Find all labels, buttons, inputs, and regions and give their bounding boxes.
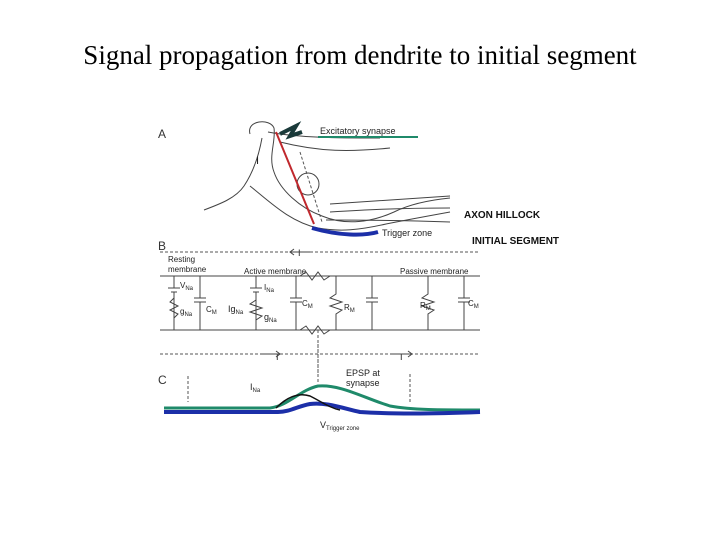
current-label-bottom-left: I bbox=[276, 352, 279, 362]
current-arrow-bottom-right bbox=[390, 350, 413, 358]
active-resistor bbox=[328, 276, 344, 330]
r-m-label-passive: RM bbox=[420, 301, 431, 312]
g-na-label-active: gNa bbox=[264, 312, 277, 324]
handwritten-axon-hillock: AXON HILLOCK bbox=[464, 210, 541, 221]
axon-dashed bbox=[299, 151, 323, 223]
red-propagation-line bbox=[275, 131, 315, 225]
epsp-synapse-trace bbox=[164, 384, 481, 412]
current-label-top: I bbox=[298, 248, 301, 258]
neuron-dendrite-outline bbox=[249, 121, 451, 223]
passive-membrane-label: Passive membrane bbox=[400, 267, 469, 276]
panel-a-current-label: I bbox=[256, 155, 259, 167]
resting-battery bbox=[168, 276, 180, 330]
c-m-label-resting: CM bbox=[206, 305, 217, 316]
excitatory-synapse-marker bbox=[279, 121, 303, 140]
panel-a: A Excitatory synapse I Trigger zone AXON… bbox=[158, 121, 559, 247]
i-na-trace bbox=[275, 394, 341, 411]
v-na-label: VNa bbox=[180, 281, 194, 292]
active-capacitor bbox=[290, 276, 302, 330]
i-na-label-active: INa bbox=[264, 283, 275, 294]
handwritten-initial-segment: INITIAL SEGMENT bbox=[472, 236, 559, 247]
c-m-label-active: CM bbox=[302, 299, 313, 310]
g-na-label: gNa bbox=[180, 307, 193, 318]
delta-g-na-label: IgNa bbox=[228, 304, 244, 316]
panel-c-label: C bbox=[158, 373, 167, 387]
panel-a-label: A bbox=[158, 127, 166, 141]
panel-b-label: B bbox=[158, 239, 166, 253]
epsp-label-line2: synapse bbox=[346, 378, 380, 388]
epsp-label-line1: EPSP at bbox=[346, 368, 380, 378]
slide-title: Signal propagation from dendrite to init… bbox=[83, 40, 637, 70]
active-membrane-label: Active membrane bbox=[244, 267, 307, 276]
resting-membrane-label-line2: membrane bbox=[168, 265, 207, 274]
passive-resistor bbox=[420, 276, 436, 330]
neuron-signal-figure: A Excitatory synapse I Trigger zone AXON… bbox=[158, 121, 559, 432]
i-na-label-c: INa bbox=[250, 382, 261, 394]
passive-capacitor-1 bbox=[366, 276, 378, 330]
v-trigger-zone-trace bbox=[164, 401, 481, 416]
v-trigger-zone-label: VTrigger zone bbox=[320, 420, 360, 432]
c-m-label-passive: CM bbox=[468, 299, 479, 310]
active-battery bbox=[250, 276, 262, 330]
current-arrow-bottom-left bbox=[260, 350, 281, 358]
axial-resistor-bottom bbox=[299, 325, 331, 335]
resting-capacitor bbox=[194, 276, 206, 330]
trigger-zone-label: Trigger zone bbox=[382, 228, 432, 238]
passive-capacitor-2 bbox=[458, 276, 470, 330]
current-arrow-top bbox=[289, 248, 310, 256]
active-conductance bbox=[248, 299, 264, 321]
axon-lines bbox=[325, 195, 451, 223]
excitatory-synapse-label: Excitatory synapse bbox=[320, 126, 396, 136]
trigger-zone-marker bbox=[311, 226, 379, 237]
neuron-body-outline bbox=[203, 137, 451, 231]
r-m-label-active: RM bbox=[344, 303, 355, 314]
resting-conductance bbox=[168, 297, 180, 319]
resting-membrane-label-line1: Resting bbox=[168, 255, 195, 264]
panel-b: B Resting membrane Active membrane Passi… bbox=[158, 239, 480, 374]
panel-c: C EPSP at synapse INa VTrigger zone bbox=[158, 344, 481, 432]
axial-resistor-top bbox=[299, 271, 331, 281]
current-label-bottom-right: I bbox=[400, 352, 403, 362]
